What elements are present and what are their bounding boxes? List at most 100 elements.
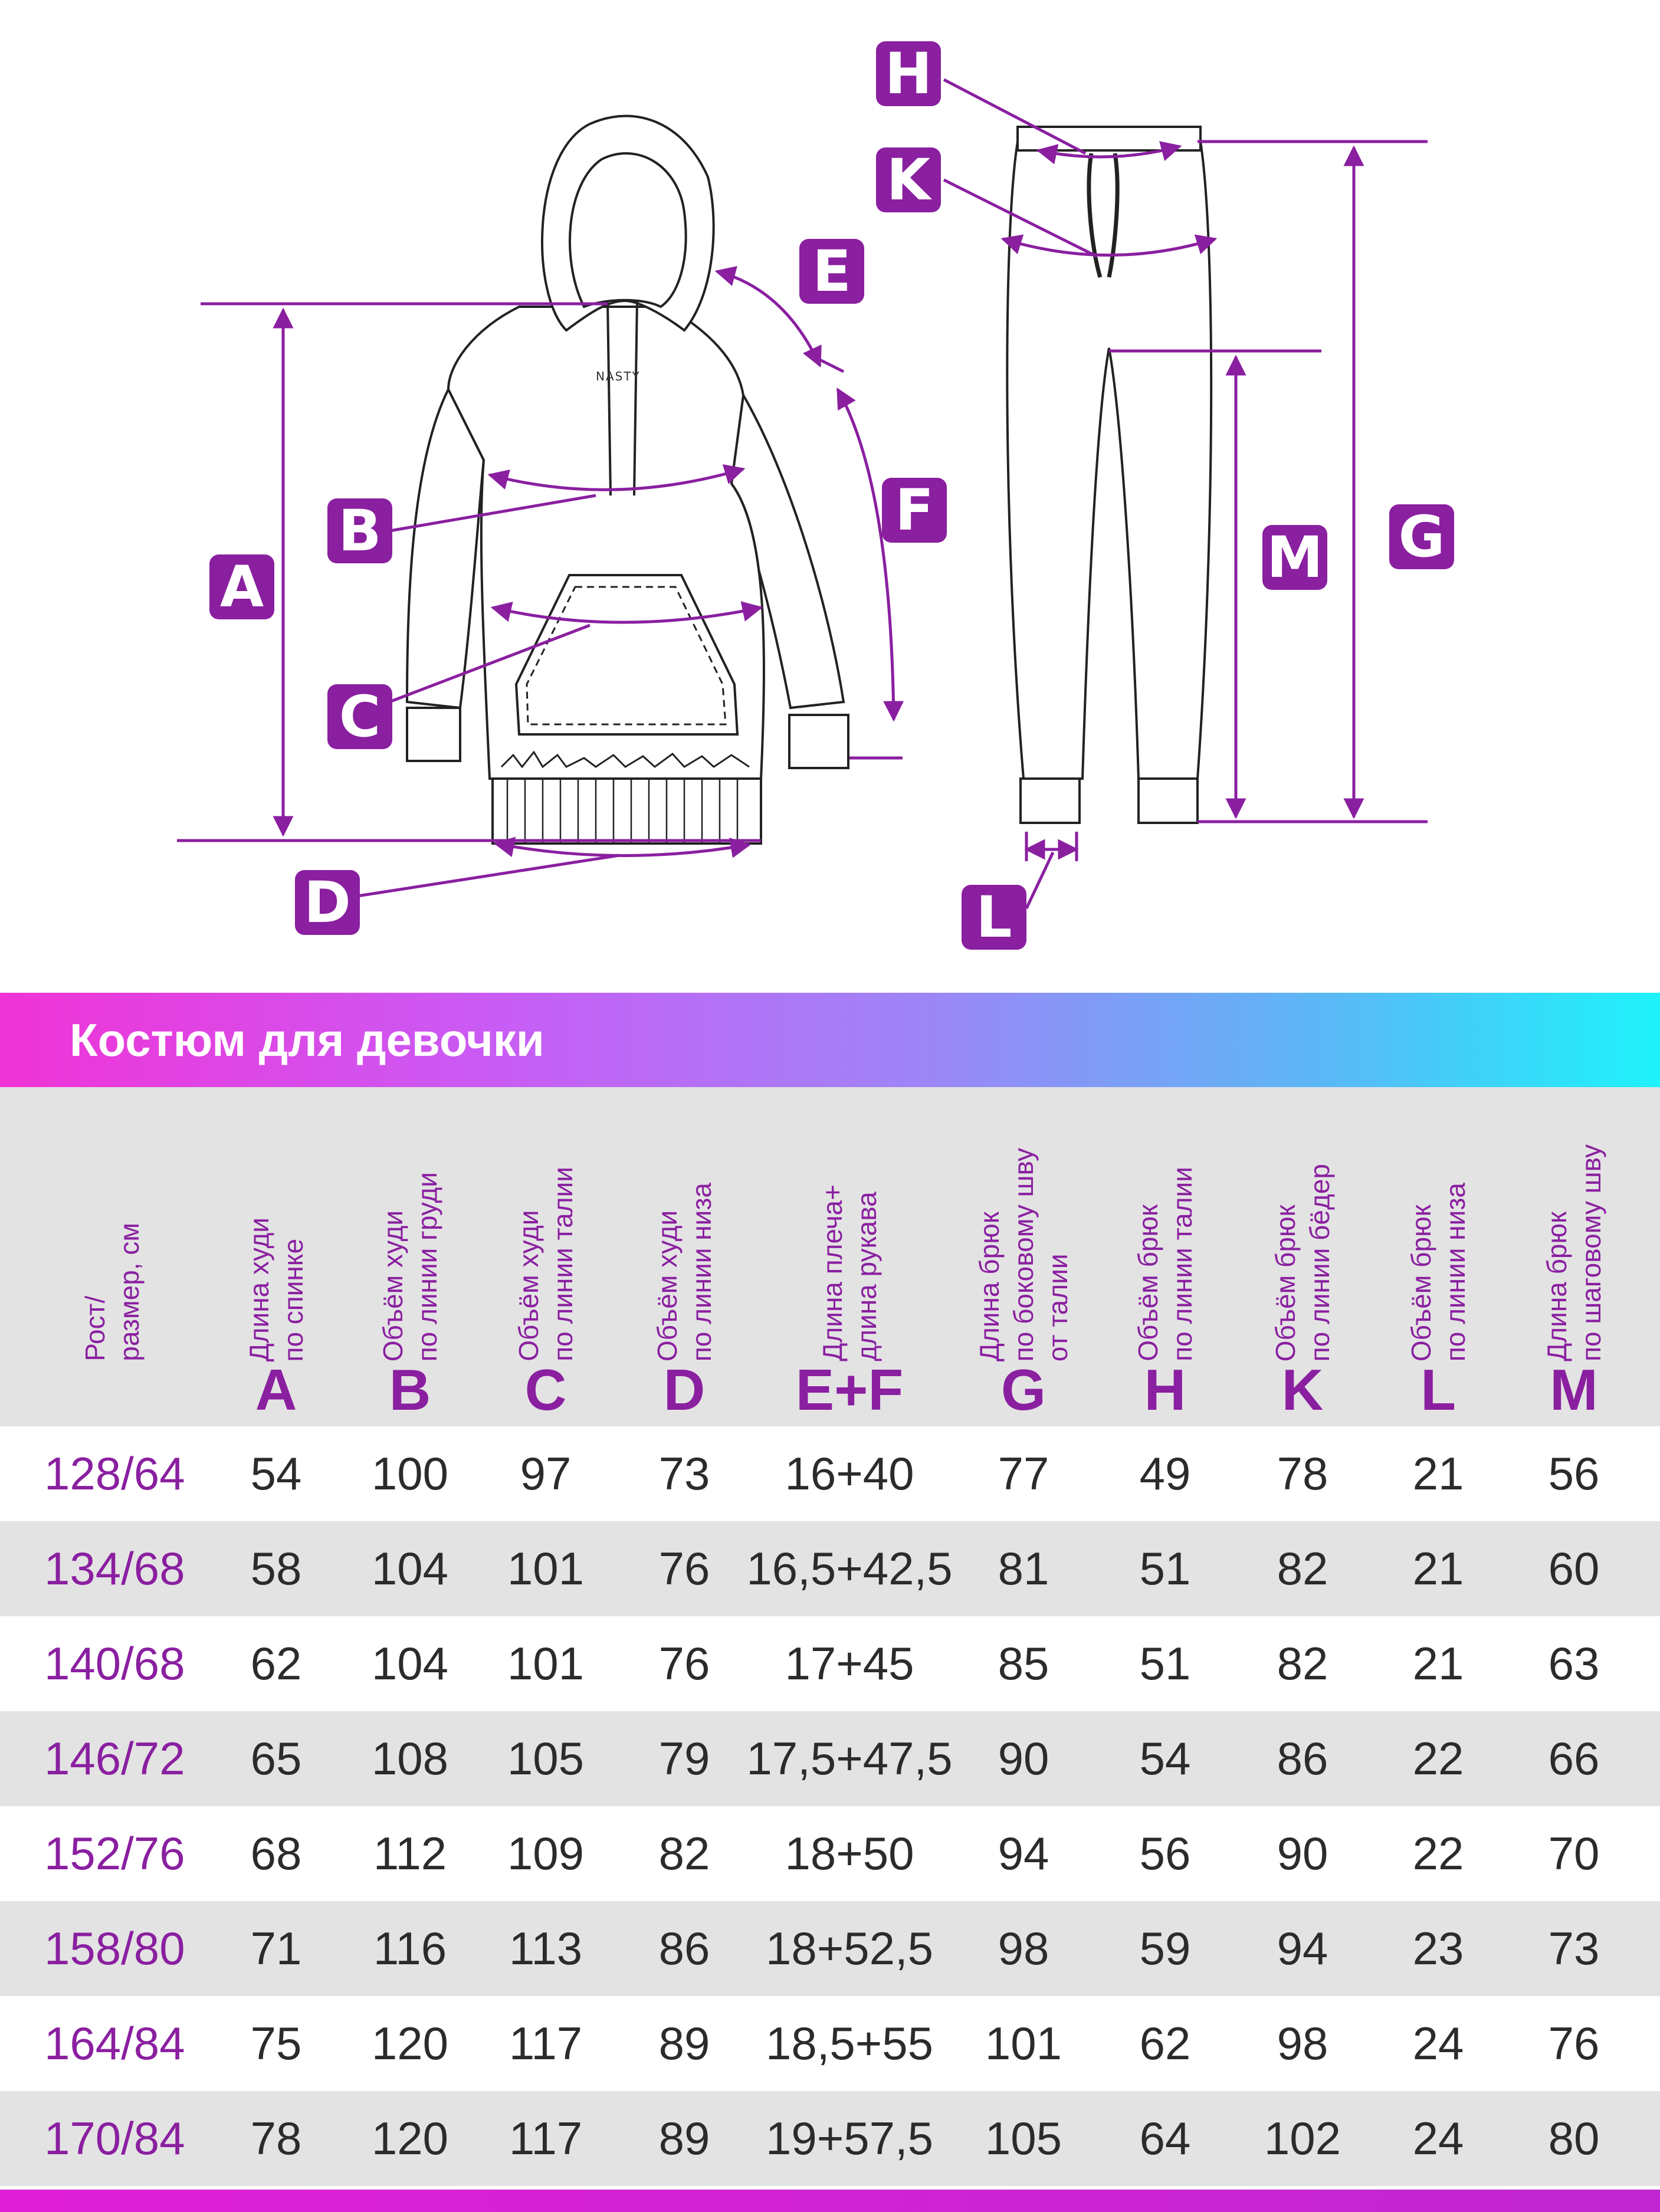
- value-cell: 86: [1277, 1732, 1328, 1784]
- value-cell: 18+50: [785, 1827, 914, 1879]
- value-cell: 101: [507, 1543, 585, 1594]
- header-letter: A: [255, 1357, 297, 1422]
- header-letter: K: [1281, 1357, 1324, 1422]
- value-cell: 79: [658, 1732, 710, 1784]
- header-letter: M: [1550, 1357, 1598, 1422]
- value-cell: 54: [250, 1448, 302, 1499]
- value-cell: 89: [658, 2112, 710, 2164]
- header-description: Длина худи по спинке: [244, 1217, 309, 1361]
- value-cell: 109: [507, 1827, 585, 1879]
- value-cell: 85: [998, 1637, 1049, 1689]
- header-description: Длина брюк по боковому шву от талии: [974, 1147, 1073, 1361]
- marker-e: E: [799, 238, 864, 304]
- value-cell: 120: [371, 2017, 449, 2069]
- svg-text:G: G: [1399, 504, 1445, 570]
- value-cell: 66: [1548, 1732, 1600, 1784]
- size-cell: 128/64: [44, 1448, 185, 1499]
- value-cell: 24: [1412, 2017, 1464, 2069]
- svg-text:B: B: [338, 498, 381, 564]
- svg-text:F: F: [895, 477, 934, 543]
- value-cell: 116: [373, 1922, 447, 1974]
- marker-m: M: [1262, 524, 1327, 590]
- value-cell: 105: [985, 2112, 1062, 2164]
- value-cell: 117: [509, 2017, 583, 2069]
- value-cell: 56: [1548, 1448, 1600, 1499]
- value-cell: 76: [1548, 2017, 1600, 2069]
- value-cell: 59: [1139, 1922, 1191, 1974]
- marker-k: K: [876, 147, 941, 213]
- value-cell: 105: [507, 1732, 585, 1784]
- value-cell: 90: [998, 1732, 1049, 1784]
- value-cell: 21: [1412, 1448, 1464, 1499]
- marker-b: B: [327, 498, 392, 564]
- value-cell: 70: [1548, 1827, 1600, 1879]
- size-cell: 164/84: [44, 2017, 185, 2069]
- header-letter: C: [524, 1357, 567, 1422]
- value-cell: 81: [998, 1543, 1049, 1594]
- header-description: Длина плеча+ длина рукава: [817, 1184, 882, 1361]
- value-cell: 82: [1277, 1543, 1328, 1594]
- marker-g: G: [1389, 504, 1454, 570]
- header-letter: D: [663, 1357, 706, 1422]
- value-cell: 22: [1412, 1827, 1464, 1879]
- value-cell: 71: [250, 1922, 302, 1974]
- marker-d: D: [295, 869, 360, 936]
- value-cell: 76: [658, 1637, 710, 1689]
- value-cell: 82: [1277, 1637, 1328, 1689]
- value-cell: 98: [1277, 2017, 1328, 2069]
- value-cell: 22: [1412, 1732, 1464, 1784]
- value-cell: 65: [250, 1732, 302, 1784]
- header-description: Объём худи по линии талии: [513, 1167, 578, 1361]
- value-cell: 102: [1264, 2112, 1341, 2164]
- value-cell: 78: [1277, 1448, 1328, 1499]
- value-cell: 68: [250, 1827, 302, 1879]
- value-cell: 82: [658, 1827, 710, 1879]
- value-cell: 63: [1548, 1637, 1600, 1689]
- value-cell: 89: [658, 2017, 710, 2069]
- value-cell: 75: [250, 2017, 302, 2069]
- brand-print: NASTY: [596, 369, 641, 383]
- svg-text:C: C: [339, 684, 380, 750]
- header-description: Рост/ размер, см: [80, 1223, 145, 1361]
- garment-diagram: NASTY: [177, 41, 1454, 950]
- measurement-lines: [177, 78, 1428, 910]
- value-cell: 113: [509, 1922, 583, 1974]
- svg-text:E: E: [812, 238, 851, 304]
- value-cell: 21: [1412, 1637, 1464, 1689]
- value-cell: 108: [371, 1732, 449, 1784]
- value-cell: 94: [1277, 1922, 1328, 1974]
- svg-text:A: A: [220, 554, 264, 620]
- value-cell: 101: [507, 1637, 585, 1689]
- marker-f: F: [882, 477, 947, 543]
- header-description: Объём худи по линии низа: [652, 1182, 717, 1361]
- header-description: Объём брюк по линии талии: [1133, 1167, 1198, 1361]
- value-cell: 62: [250, 1637, 302, 1689]
- title-banner: Костюм для девочки: [0, 993, 1660, 1087]
- value-cell: 60: [1548, 1543, 1600, 1594]
- size-cell: 134/68: [44, 1543, 185, 1594]
- value-cell: 18+52,5: [765, 1922, 934, 1974]
- header-letter: L: [1420, 1357, 1456, 1422]
- header-description: Объём худи по линии груди: [378, 1171, 442, 1361]
- value-cell: 117: [509, 2112, 583, 2164]
- value-cell: 112: [373, 1827, 447, 1879]
- svg-text:H: H: [885, 41, 932, 107]
- svg-text:M: M: [1267, 524, 1323, 590]
- value-cell: 58: [250, 1543, 302, 1594]
- value-cell: 16+40: [785, 1448, 914, 1499]
- value-cell: 94: [998, 1827, 1049, 1879]
